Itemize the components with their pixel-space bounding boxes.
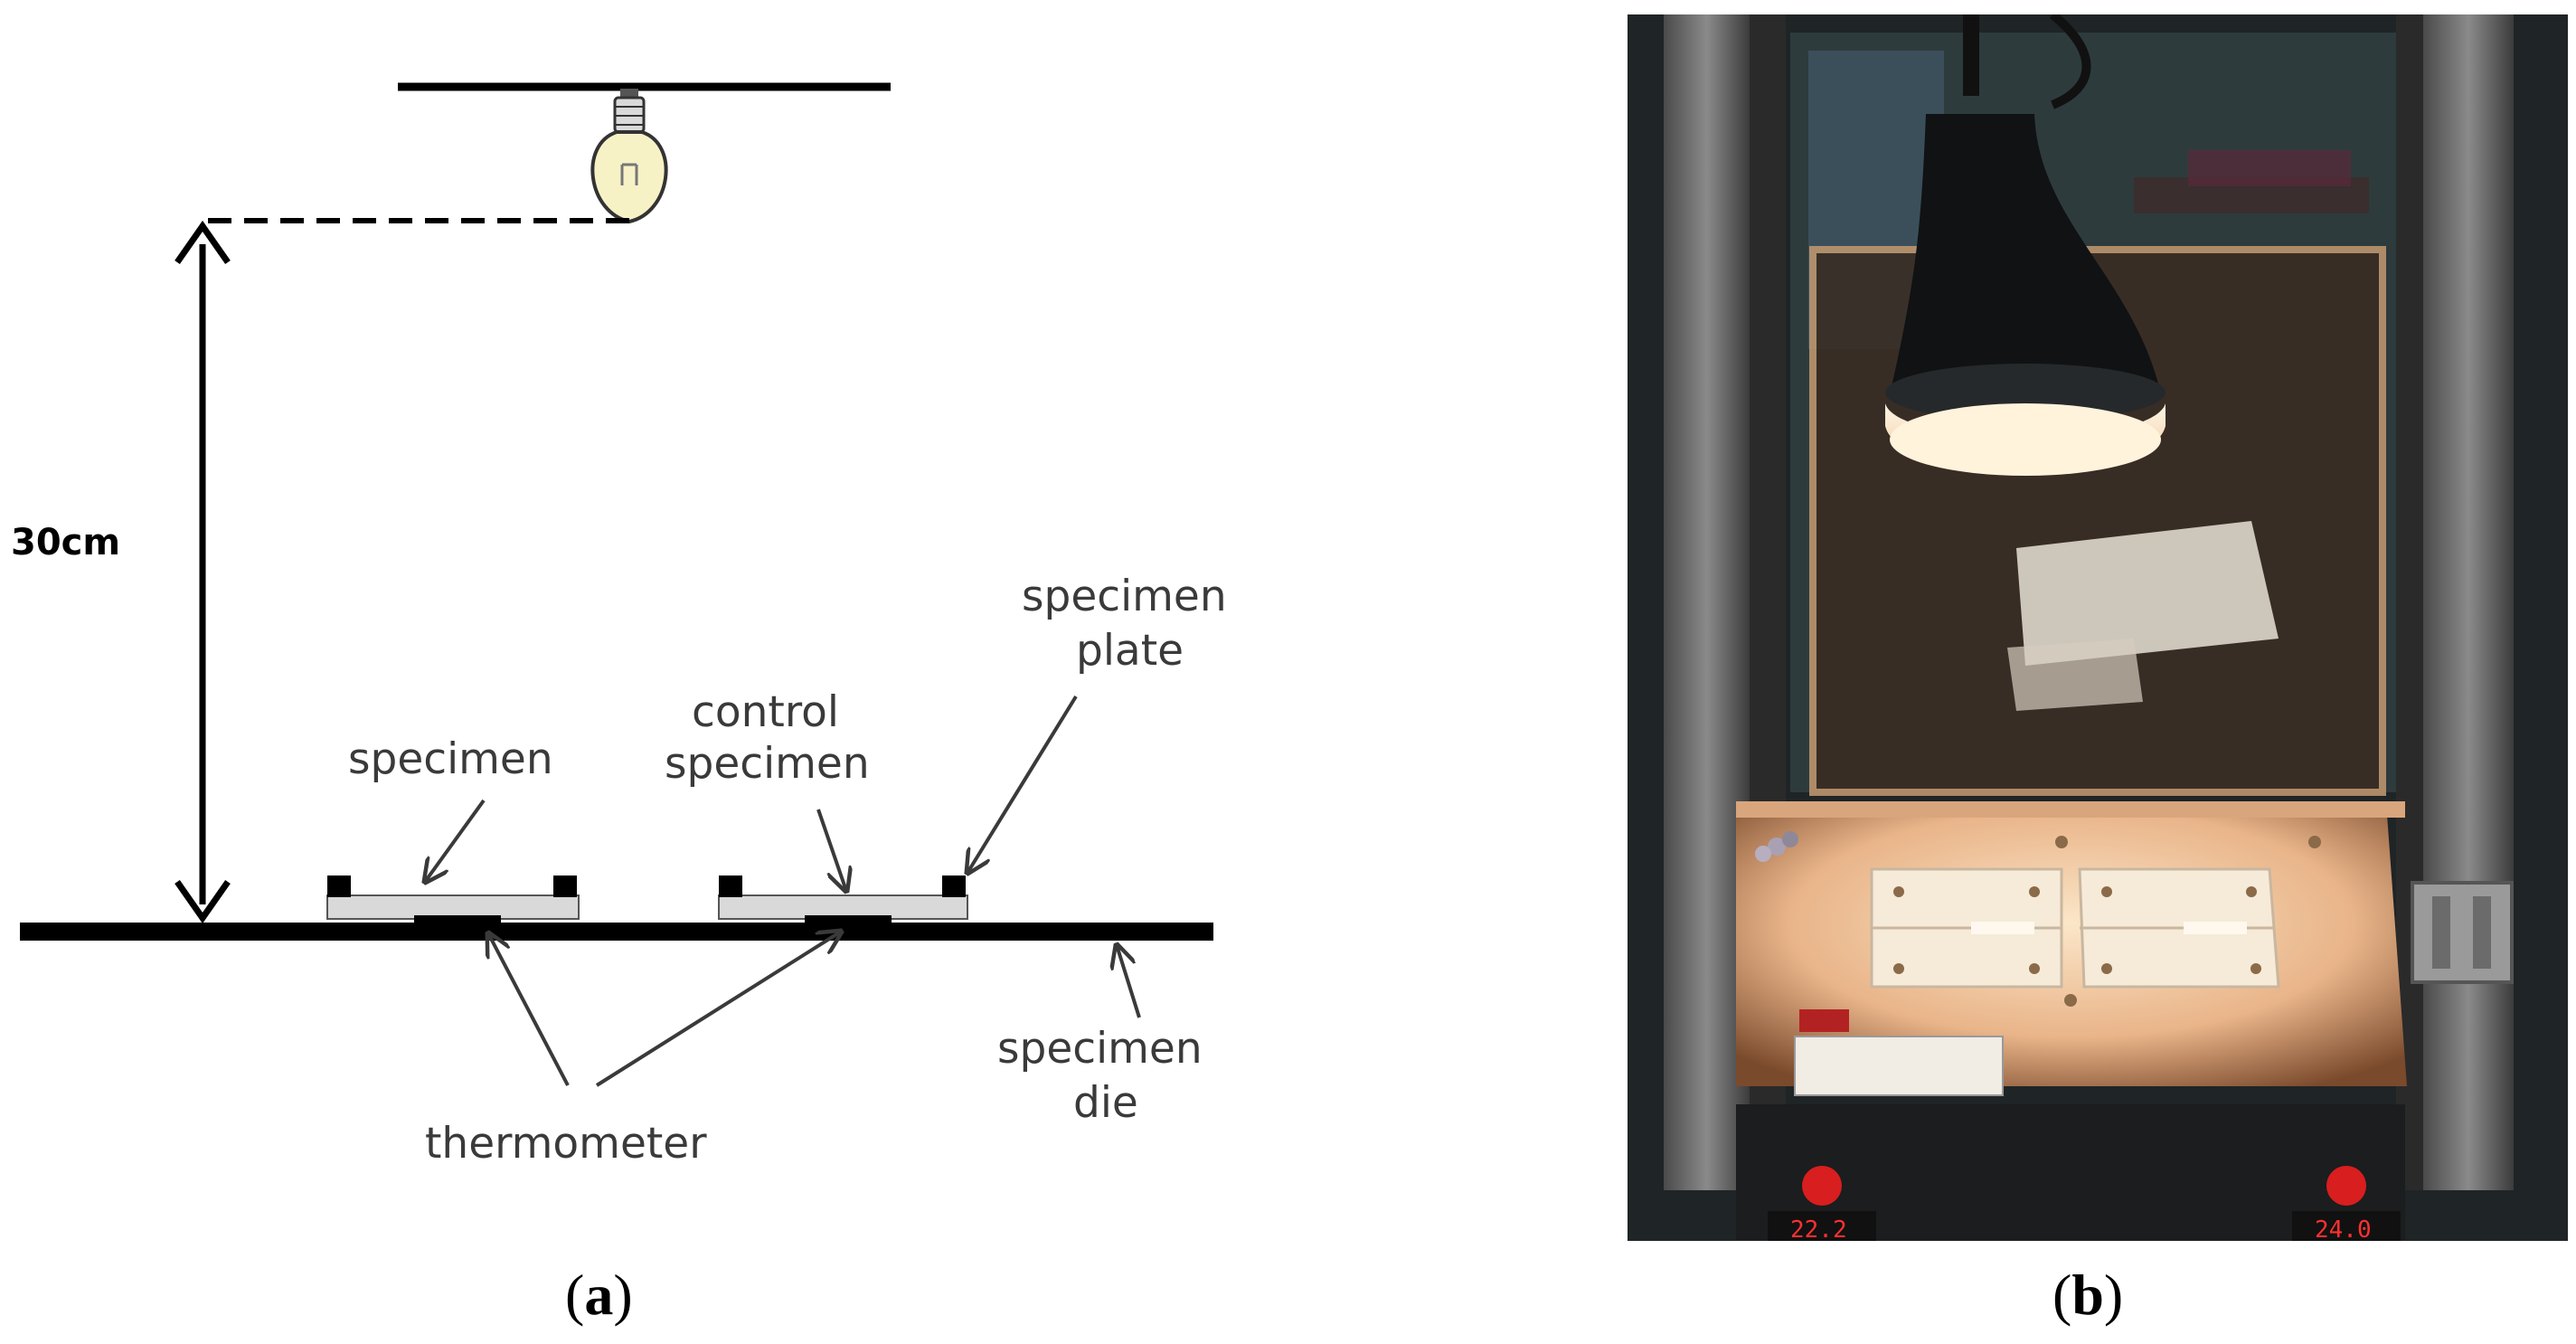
specimen-plate-left: [1870, 867, 2063, 989]
label-die-line1: specimen: [997, 1024, 1203, 1074]
label-thermometer: thermometer: [425, 1119, 707, 1169]
pointer-control-specimen: [816, 809, 846, 891]
temperature-value-right: 24.0: [2315, 1216, 2372, 1241]
caption-b-close: ): [2103, 1263, 2124, 1327]
frame-right: [2423, 14, 2514, 1190]
temperature-display-left: [1768, 1211, 1876, 1241]
caption-b: (b): [2052, 1262, 2123, 1329]
schematic-diagram: 30cm specimen control specimen specimen …: [11, 82, 1227, 1169]
distance-label: 30cm: [11, 522, 120, 563]
hinge: [2411, 881, 2514, 984]
apparatus-photo: 22.2 24.0: [1628, 14, 2568, 1241]
caption-a-letter: a: [584, 1263, 614, 1327]
caption-a: (a): [565, 1262, 633, 1329]
label-plate-line2: plate: [1076, 626, 1184, 676]
specimen-die: [20, 923, 1213, 941]
caption-a-open: (: [565, 1263, 585, 1327]
temperature-value-left: 22.2: [1790, 1216, 1847, 1241]
heat-lamp: [1885, 114, 2166, 476]
label-plate-line1: specimen: [1022, 572, 1227, 621]
indicator-light-right: [2326, 1166, 2366, 1206]
temperature-display-right: [2292, 1211, 2401, 1241]
label-specimen: specimen: [348, 734, 553, 784]
distance-arrow: [175, 220, 231, 924]
frame-left: [1664, 14, 1750, 1190]
caption-b-letter: b: [2071, 1263, 2104, 1327]
control-specimen-assembly: [718, 875, 968, 924]
caption-b-open: (: [2052, 1263, 2072, 1327]
indicator-light-left: [1802, 1166, 1842, 1206]
light-bulb-icon: [590, 89, 668, 224]
sample-label-card: [1794, 1036, 2004, 1096]
pointer-thermometer-2: [595, 932, 841, 1087]
pointer-specimen: [425, 799, 486, 882]
caption-a-close: ): [613, 1263, 633, 1327]
pointer-specimen-die: [1117, 945, 1141, 1018]
specimen-assembly: [326, 875, 580, 924]
pointer-thermometer-1: [488, 933, 570, 1086]
label-control-line1: control: [692, 687, 839, 737]
label-die-line2: die: [1073, 1078, 1138, 1128]
specimen-plate-right: [2078, 867, 2280, 989]
pointer-specimen-plate: [967, 695, 1078, 873]
label-control-line2: specimen: [665, 739, 870, 789]
